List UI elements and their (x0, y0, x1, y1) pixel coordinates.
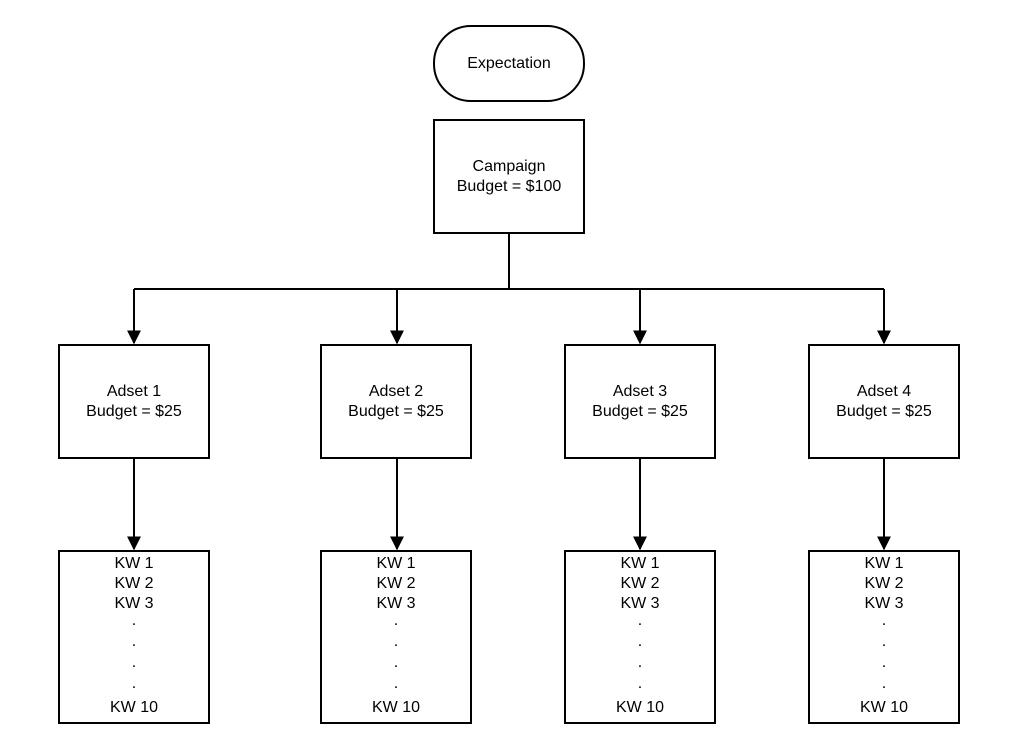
adset-budget: Budget = $25 (348, 402, 444, 420)
keyword-item: KW 2 (376, 575, 416, 592)
ellipsis-dot: . (637, 654, 643, 671)
keyword-item: KW 1 (114, 555, 154, 572)
ellipsis-dot: . (393, 654, 399, 671)
ellipsis-dot: . (131, 612, 137, 629)
ellipsis-dot: . (131, 654, 137, 671)
keyword-item: KW 10 (859, 699, 908, 716)
adset-budget: Budget = $25 (836, 402, 932, 420)
keyword-item: KW 3 (114, 595, 154, 612)
keyword-item: KW 10 (109, 699, 158, 716)
keyword-item: KW 10 (371, 699, 420, 716)
keyword-item: KW 1 (620, 555, 660, 572)
adset-title: Adset 3 (612, 382, 668, 400)
keyword-list-node-4: KW 1 KW 2 KW 3 . . . . KW 10 (808, 550, 960, 724)
adset-node-4: Adset 4 Budget = $25 (808, 344, 960, 459)
ellipsis-dot: . (881, 633, 887, 650)
adset-budget: Budget = $25 (86, 402, 182, 420)
ellipsis-dot: . (393, 675, 399, 692)
adset-title: Adset 1 (106, 382, 162, 400)
adset-budget: Budget = $25 (592, 402, 688, 420)
ellipsis-dot: . (637, 633, 643, 650)
keyword-item: KW 1 (376, 555, 416, 572)
ellipsis-dot: . (637, 675, 643, 692)
keyword-item: KW 3 (864, 595, 904, 612)
adset-title: Adset 2 (368, 382, 424, 400)
expectation-label: Expectation (467, 54, 551, 72)
keyword-item: KW 10 (615, 699, 664, 716)
campaign-node: Campaign Budget = $100 (433, 119, 585, 234)
keyword-item: KW 1 (864, 555, 904, 572)
campaign-title: Campaign (472, 157, 546, 175)
ellipsis-dot: . (881, 612, 887, 629)
ellipsis-dot: . (881, 675, 887, 692)
keyword-item: KW 2 (620, 575, 660, 592)
adset-node-1: Adset 1 Budget = $25 (58, 344, 210, 459)
ellipsis-dot: . (881, 654, 887, 671)
expectation-node: Expectation (433, 25, 585, 102)
keyword-list-node-1: KW 1 KW 2 KW 3 . . . . KW 10 (58, 550, 210, 724)
keyword-item: KW 2 (114, 575, 154, 592)
keyword-item: KW 2 (864, 575, 904, 592)
adset-title: Adset 4 (856, 382, 912, 400)
keyword-list-node-3: KW 1 KW 2 KW 3 . . . . KW 10 (564, 550, 716, 724)
ellipsis-dot: . (637, 612, 643, 629)
adset-node-3: Adset 3 Budget = $25 (564, 344, 716, 459)
ellipsis-dot: . (131, 675, 137, 692)
ellipsis-dot: . (393, 612, 399, 629)
keyword-item: KW 3 (620, 595, 660, 612)
adset-node-2: Adset 2 Budget = $25 (320, 344, 472, 459)
ellipsis-dot: . (131, 633, 137, 650)
ellipsis-dot: . (393, 633, 399, 650)
keyword-item: KW 3 (376, 595, 416, 612)
keyword-list-node-2: KW 1 KW 2 KW 3 . . . . KW 10 (320, 550, 472, 724)
campaign-budget: Budget = $100 (456, 177, 562, 195)
